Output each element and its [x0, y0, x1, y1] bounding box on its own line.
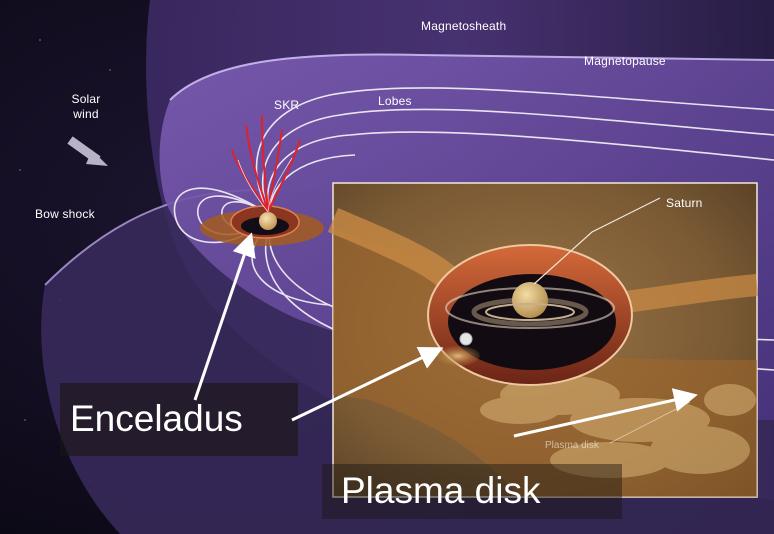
enceladus-callout: Enceladus: [70, 397, 243, 441]
saturn-small: [259, 212, 277, 230]
magnetosheath-label: Magnetosheath: [421, 19, 506, 33]
saturn-large: [512, 282, 548, 318]
magnetopause-label: Magnetopause: [584, 54, 666, 68]
plasma-disk-small-label: Plasma disk: [545, 440, 599, 451]
enceladus-moon: [460, 333, 472, 345]
saturn-label: Saturn: [666, 196, 703, 210]
bow-shock-label: Bow shock: [35, 207, 95, 221]
skr-label: SKR: [274, 98, 299, 112]
plasma-disk-callout: Plasma disk: [341, 469, 540, 513]
solar-wind-label: Solar wind: [66, 92, 106, 122]
lobes-label: Lobes: [378, 94, 412, 108]
